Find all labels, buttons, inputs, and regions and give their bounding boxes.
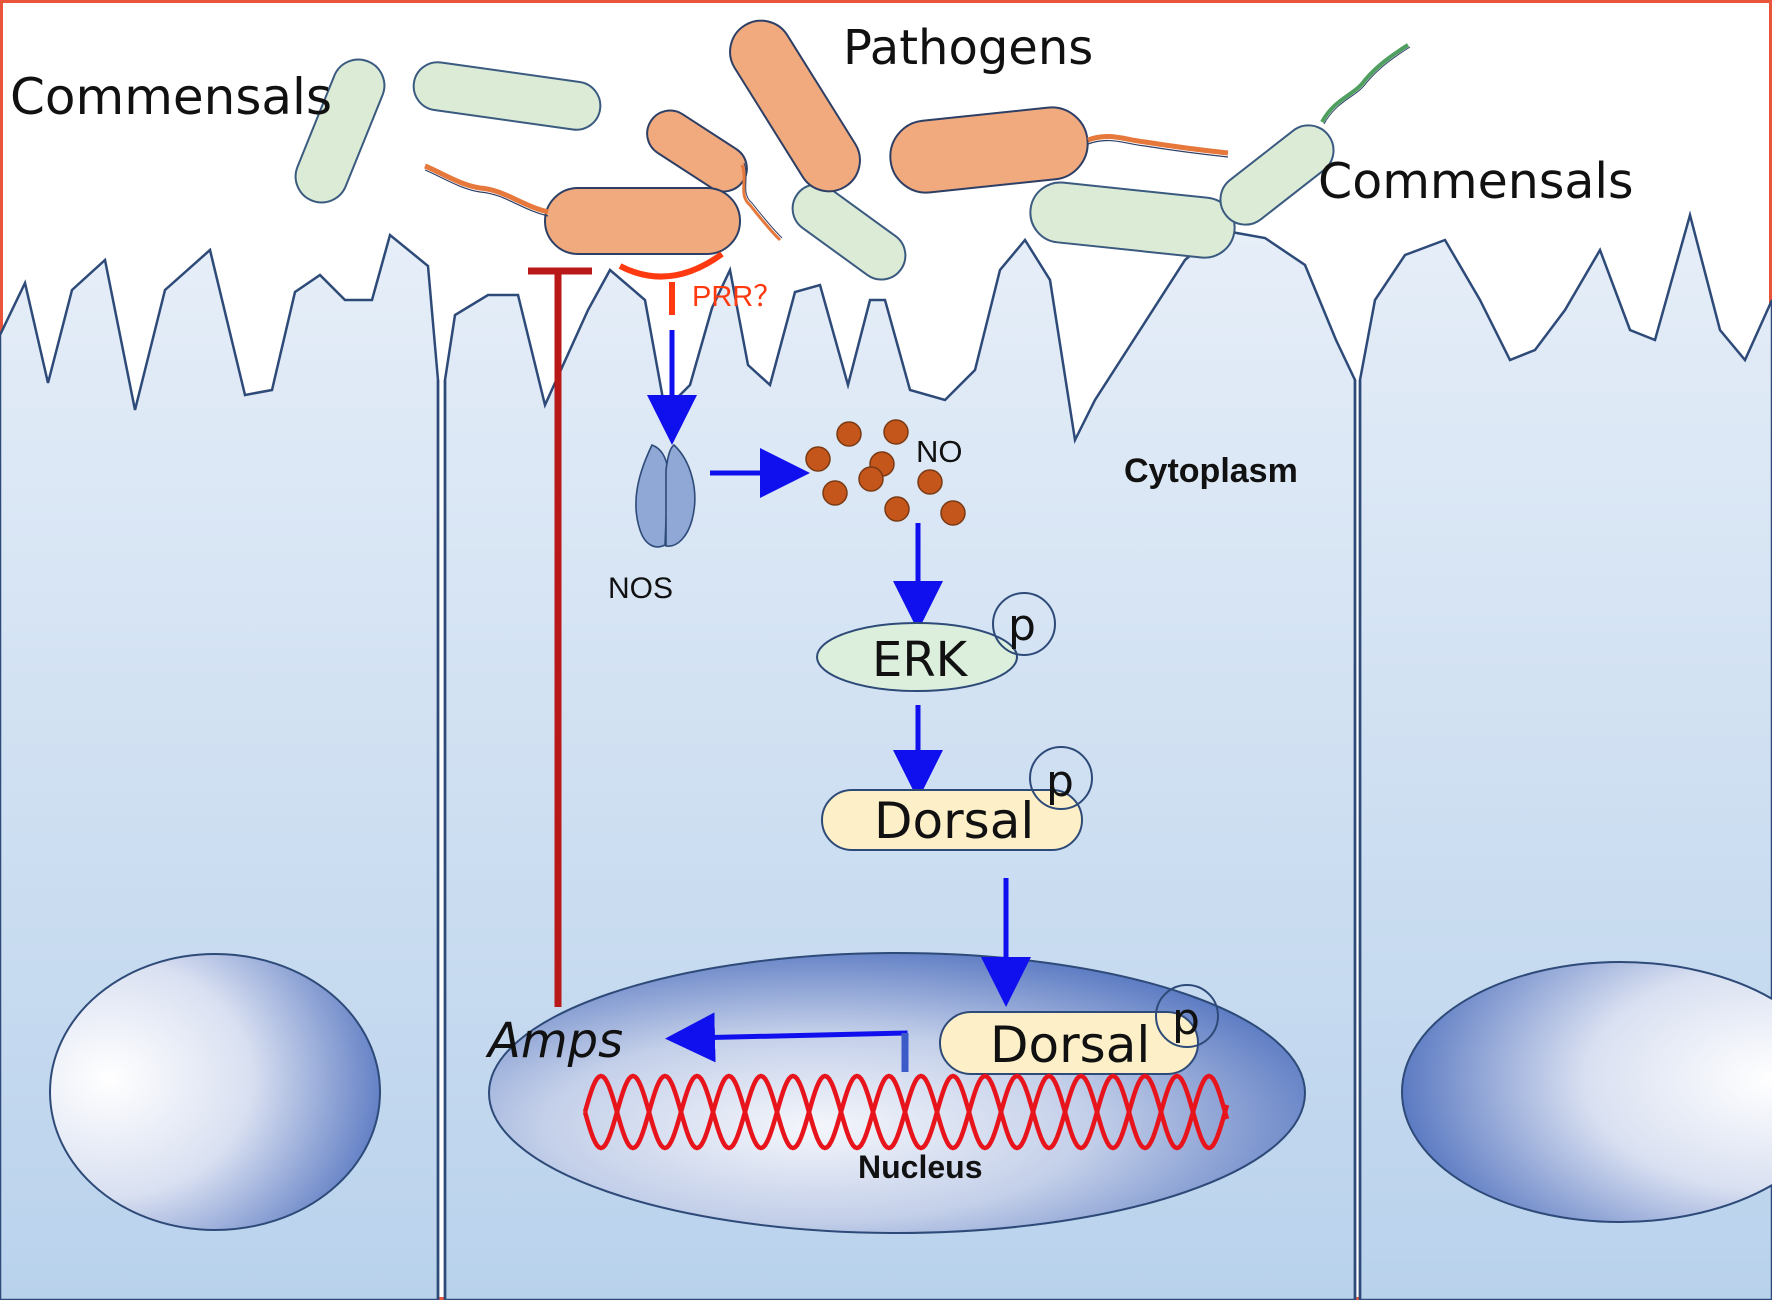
commensal-bacterium [294,58,386,204]
nucleus-label: Nucleus [858,1149,982,1185]
commensal-flagellum [1320,43,1410,123]
pathogen-bacterium [729,19,861,193]
no-particles [805,419,966,526]
no-label: NO [916,434,963,469]
no-particle [883,419,909,445]
pathogen-flagellum [743,162,783,239]
nos-enzyme-icon [635,443,696,548]
dorsal-nucleus-phospho-circle [1155,984,1219,1048]
commensal-bacterium [412,61,602,131]
dorsal-nucleus-protein [939,1011,1199,1075]
no-particle [858,466,884,492]
pathogen-bacterium [544,187,741,255]
prr-receptor [618,251,724,280]
dorsal-cytoplasm-phospho-circle [1029,746,1093,810]
no-particle [917,469,943,495]
nos-label: NOS [608,572,673,605]
pathogen-flagellum [424,163,549,215]
commensal-bacterium [791,183,907,281]
cytoplasm-label: Cytoplasm [1124,452,1298,490]
commensals-left-label: Commensals [10,68,332,126]
pathogen-flagellum [1087,139,1229,158]
left-cell-nucleus [49,953,381,1231]
dorsal-cytoplasm-protein [821,789,1083,851]
commensal-flagellum [1323,46,1411,125]
erk-label: ERK [872,632,969,688]
pathogens-label: Pathogens [843,20,1093,76]
prr-label: PRR？ [692,281,782,313]
no-particle [836,421,862,447]
dna-double-helix [582,1073,1230,1151]
dorsal-cytoplasm-phospho-label: p [1046,756,1074,807]
dorsal-cytoplasm-label: Dorsal [874,792,1034,850]
dorsal-nucleus-phospho-label: p [1172,994,1200,1045]
no-particle [884,496,910,522]
commensal-bacterium [1219,124,1335,226]
no-particle [822,480,848,506]
commensals-right-label: Commensals [1318,153,1634,210]
erk-phospho-circle [992,592,1056,656]
dorsal-nucleus-label: Dorsal [990,1016,1150,1074]
pathogen-flagellum [740,164,782,242]
commensal-bacterium [1029,181,1236,259]
erk-phospho-label: p [1008,600,1036,651]
pathogen-flagellum [424,169,549,217]
right-cell-nucleus [1401,961,1772,1223]
amps-label: Amps [485,1013,623,1069]
pathogen-bacterium [889,106,1089,194]
pathogen-flagellum [1087,134,1229,156]
dna-strand [582,1073,1230,1151]
no-particle [940,500,966,526]
no-particle [805,446,831,472]
erk-protein [816,622,1018,692]
